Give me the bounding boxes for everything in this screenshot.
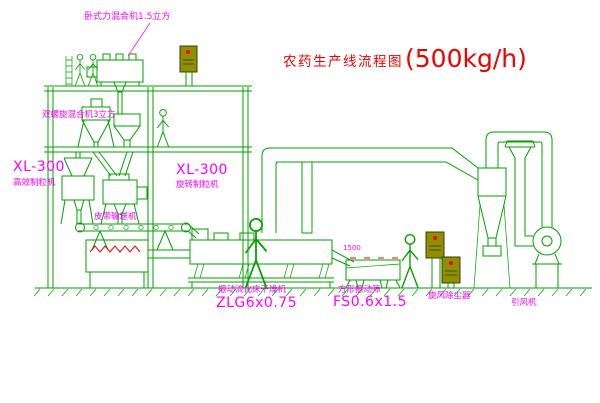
- control-cabinet-right-1: [425, 231, 445, 288]
- label-granulator-left-name: 高效制粒机: [13, 178, 56, 188]
- hot-air-furnace: [85, 239, 190, 288]
- y-chute: [92, 151, 134, 177]
- granulator-left: [60, 152, 95, 225]
- label-horizontal-mixer: 卧式力混合机1.5立方: [84, 12, 171, 22]
- exhaust-stack: [504, 140, 536, 247]
- label-screen-model: FS0.6x1.5: [333, 294, 408, 310]
- cyclone: [473, 131, 553, 289]
- worker-figure: [156, 108, 170, 148]
- exhaust-duct: [261, 147, 479, 234]
- label-belt-conveyor: 皮带输送机: [94, 212, 137, 222]
- horizontal-mixer: [86, 53, 144, 114]
- label-spiral-mixer: 双螺旋混合机3立方: [42, 110, 116, 120]
- label-dryer-model: ZLG6x0.75: [216, 295, 298, 311]
- label-granulator-left-model: XL-300: [13, 159, 65, 175]
- ground-line: [33, 287, 592, 297]
- building-frame: [44, 85, 252, 288]
- worker-figure: [87, 53, 99, 87]
- diagram-title: 农药生产线流程图 (500kg/h): [283, 44, 527, 73]
- label-granulator-center-model: XL-300: [176, 162, 228, 178]
- label-dryer-name: 振动流化床干燥机: [218, 285, 287, 295]
- worker-figure: [401, 234, 419, 289]
- control-cabinet-right-2: [441, 256, 461, 288]
- label-fan: 引风机: [511, 298, 537, 308]
- feed-hopper-machine: [113, 113, 141, 147]
- label-dim-feed: 1500: [343, 244, 361, 252]
- vibrating-screen: [345, 257, 401, 289]
- title-text: 农药生产线流程图: [283, 54, 403, 70]
- label-screen-name: 方形振动筛: [338, 285, 381, 295]
- spiral-cone-mixer: [77, 98, 115, 148]
- label-cyclone: 旋风除尘器: [428, 291, 471, 301]
- title-capacity: (500kg/h): [405, 44, 527, 73]
- label-granulator-center-name: 旋转制粒机: [176, 180, 219, 190]
- granulator-center: [100, 173, 148, 225]
- belt-conveyor: [75, 222, 200, 251]
- ladder: [65, 56, 73, 86]
- control-cabinet-top: [179, 45, 198, 86]
- induced-draft-fan: [525, 226, 562, 288]
- label-leader-line: [127, 22, 151, 57]
- fluid-bed-dryer: [188, 228, 355, 288]
- worker-figure: [74, 53, 86, 87]
